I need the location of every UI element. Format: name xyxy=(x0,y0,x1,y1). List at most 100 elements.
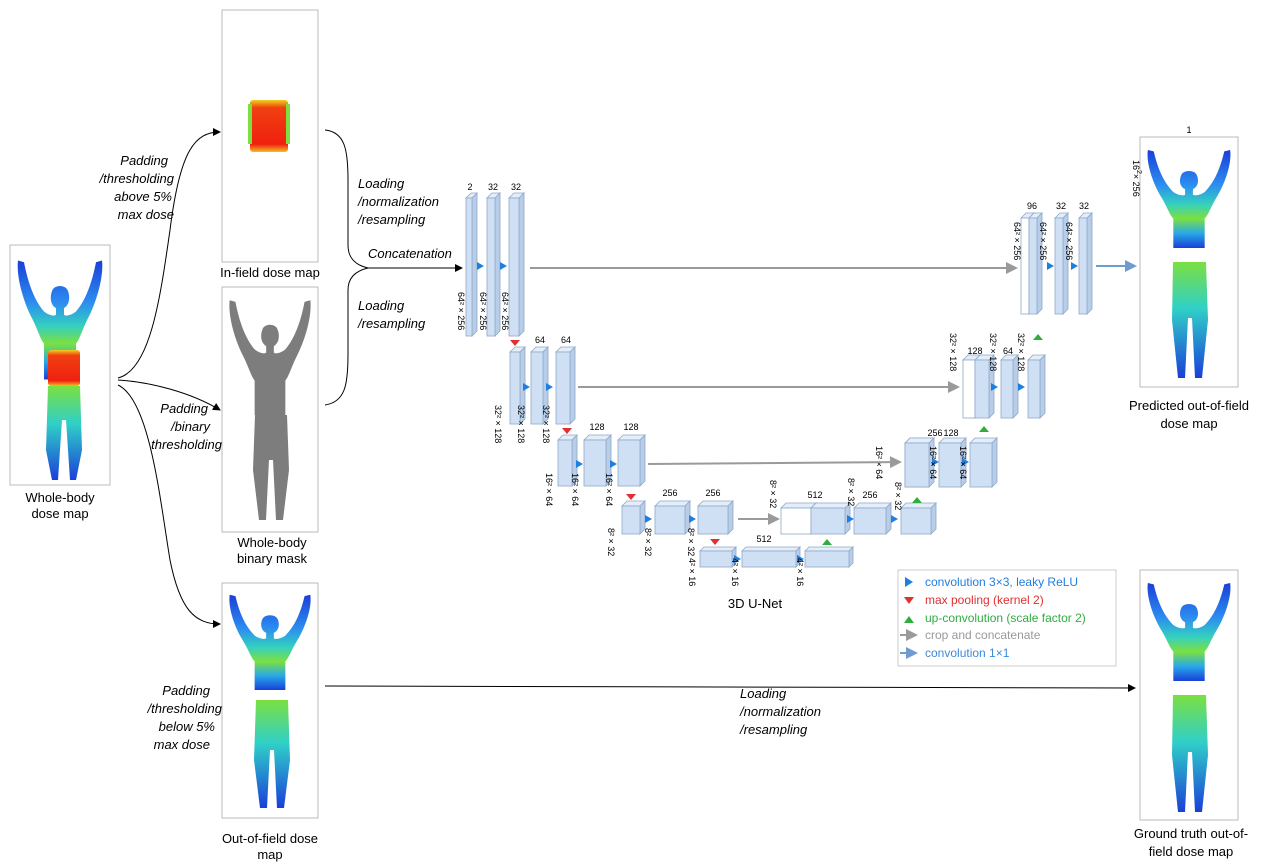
ground-truth-arrow xyxy=(324,683,1136,692)
dec3-label-b: 128 xyxy=(943,428,958,438)
pad-below-l4: max dose xyxy=(154,737,210,752)
pad-bin-l3: thresholding xyxy=(151,437,223,452)
dec1-block-b xyxy=(1028,212,1043,315)
dec2-dim-a: 32² × 128 xyxy=(948,333,958,371)
conv-icon-bb xyxy=(797,555,804,563)
pad-bin-l1: Padding xyxy=(160,401,208,416)
load-norm-l1: Loading xyxy=(358,176,405,191)
enc3-block-a xyxy=(557,434,578,487)
pool-icon-2 xyxy=(562,428,572,434)
enc1-block-b xyxy=(486,192,501,337)
enc3-dim-a: 16² × 64 xyxy=(544,473,554,506)
legend-conv-text: convolution 3×3, leaky ReLU xyxy=(925,575,1078,589)
conv-icon-e4b xyxy=(689,515,696,523)
enc4-dim-a: 8² × 32 xyxy=(606,528,616,556)
pool-icon-4 xyxy=(710,539,720,545)
pad-bin-l2: /binary xyxy=(170,419,212,434)
up-icon-3 xyxy=(912,497,922,503)
conv-icon-ba xyxy=(734,555,741,563)
ground-truth-panel: Ground truth out-of- field dose map xyxy=(1134,569,1248,859)
pool-icon-3 xyxy=(626,494,636,500)
enc4-block-c xyxy=(697,500,734,535)
whole-body-caption-line2: dose map xyxy=(31,506,88,521)
skip-arrow-level3 xyxy=(647,456,902,469)
bottom-block-c xyxy=(804,546,854,568)
dec2-block-d xyxy=(1027,354,1046,419)
dec1-dim-c: 64² × 256 xyxy=(1064,222,1074,260)
padding-binary-label: Padding /binary thresholding xyxy=(151,401,223,452)
dec4-block-b xyxy=(810,502,851,535)
enc2-block-c xyxy=(555,346,576,425)
dec2-block-c xyxy=(1000,354,1019,419)
legend: convolution 3×3, leaky ReLU max pooling … xyxy=(897,569,1117,667)
conv-icon-e1a xyxy=(477,262,484,270)
dec3-block-c xyxy=(938,437,967,488)
enc3-block-c xyxy=(617,434,646,487)
conv-icon-d3b xyxy=(962,458,969,466)
predicted-caption-line2: dose map xyxy=(1160,416,1217,431)
enc3-dim-c: 16² × 64 xyxy=(604,473,614,506)
enc1-block-c xyxy=(508,192,525,337)
dec1-label-a: 96 xyxy=(1027,201,1037,211)
dec2-dim-c: 32² × 128 xyxy=(1016,333,1026,371)
enc2-label-a: 64 xyxy=(535,335,545,345)
enc2-dim-a: 32² × 128 xyxy=(493,405,503,443)
enc4-label-b: 256 xyxy=(705,488,720,498)
conv-icon-d2a xyxy=(991,383,998,391)
in-field-caption: In-field dose map xyxy=(220,265,320,280)
dec1-dim-b: 64² × 256 xyxy=(1038,222,1048,260)
padding-above-label: Padding /thresholding above 5% max dose xyxy=(99,153,175,222)
arrow-to-out-of-field xyxy=(117,384,221,628)
load-norm-bottom-l1: Loading xyxy=(740,686,787,701)
load-norm-l2: /normalization xyxy=(357,194,439,209)
dec1-label-b: 32 xyxy=(1056,201,1066,211)
dec4-label-b: 256 xyxy=(862,490,877,500)
predicted-top-label: 1 xyxy=(1186,125,1191,135)
mask-caption-line2: binary mask xyxy=(237,551,308,566)
legend-up-text: up-convolution (scale factor 2) xyxy=(925,611,1086,625)
dec3-block-d xyxy=(969,437,998,488)
pool-icon-1 xyxy=(510,340,520,346)
dec3-block-b xyxy=(904,437,935,488)
legend-pool-text: max pooling (kernel 2) xyxy=(925,593,1044,607)
whole-body-caption: Whole-body xyxy=(25,490,95,505)
load-res-l1: Loading xyxy=(358,298,405,313)
predicted-dim-label: 162× 256 xyxy=(1131,160,1142,197)
enc2-block-b xyxy=(530,346,549,425)
dec1-dim-a: 64² × 256 xyxy=(1012,222,1022,260)
enc1-label-a: 2 xyxy=(467,182,472,192)
pad-above-l2: /thresholding xyxy=(99,171,175,186)
enc1-dim-c: 64² × 256 xyxy=(500,292,510,330)
bottom-block-b xyxy=(741,546,801,568)
out-of-field-caption: Out-of-field dose xyxy=(222,831,318,846)
conv-icon-d4b xyxy=(891,515,898,523)
dec4-dim-c: 8² × 32 xyxy=(893,482,903,510)
conv-icon-d1a xyxy=(1047,262,1054,270)
predicted-panel: 1 162× 256 Predicted out-of-field dose m… xyxy=(1129,125,1249,431)
legend-crop-text: crop and concatenate xyxy=(925,628,1041,642)
up-icon-1 xyxy=(1033,334,1043,340)
bottom-dim-a: 4² × 16 xyxy=(687,558,697,586)
dec3-label-a: 256 xyxy=(927,428,942,438)
enc4-block-a xyxy=(621,500,646,535)
conv-icon-e1b xyxy=(500,262,507,270)
dec1-block-c xyxy=(1054,212,1069,315)
conv-icon-e2b xyxy=(546,383,553,391)
dec4-dim-a: 8² × 32 xyxy=(768,480,778,508)
enc3-block-b xyxy=(583,434,612,487)
load-norm-bottom-l2: /normalization xyxy=(739,704,821,719)
enc3-label-a: 128 xyxy=(589,422,604,432)
dec4-block-c xyxy=(853,502,892,535)
enc2-dim-b: 32² × 128 xyxy=(516,405,526,443)
dec2-label-a: 128 xyxy=(967,346,982,356)
legend-pool-icon xyxy=(904,597,914,604)
dec2-dim-b: 32² × 128 xyxy=(988,333,998,371)
out-of-field-caption-line2: map xyxy=(257,847,282,862)
bottom-block-a xyxy=(699,546,737,568)
unet-title: 3D U-Net xyxy=(728,596,783,611)
dec1-label-c: 32 xyxy=(1079,201,1089,211)
enc4-block-b xyxy=(654,500,691,535)
bottom-dim-b: 4² × 16 xyxy=(730,558,740,586)
predicted-dim-rest: × 256 xyxy=(1131,174,1141,197)
load-norm-l3: /resampling xyxy=(357,212,426,227)
